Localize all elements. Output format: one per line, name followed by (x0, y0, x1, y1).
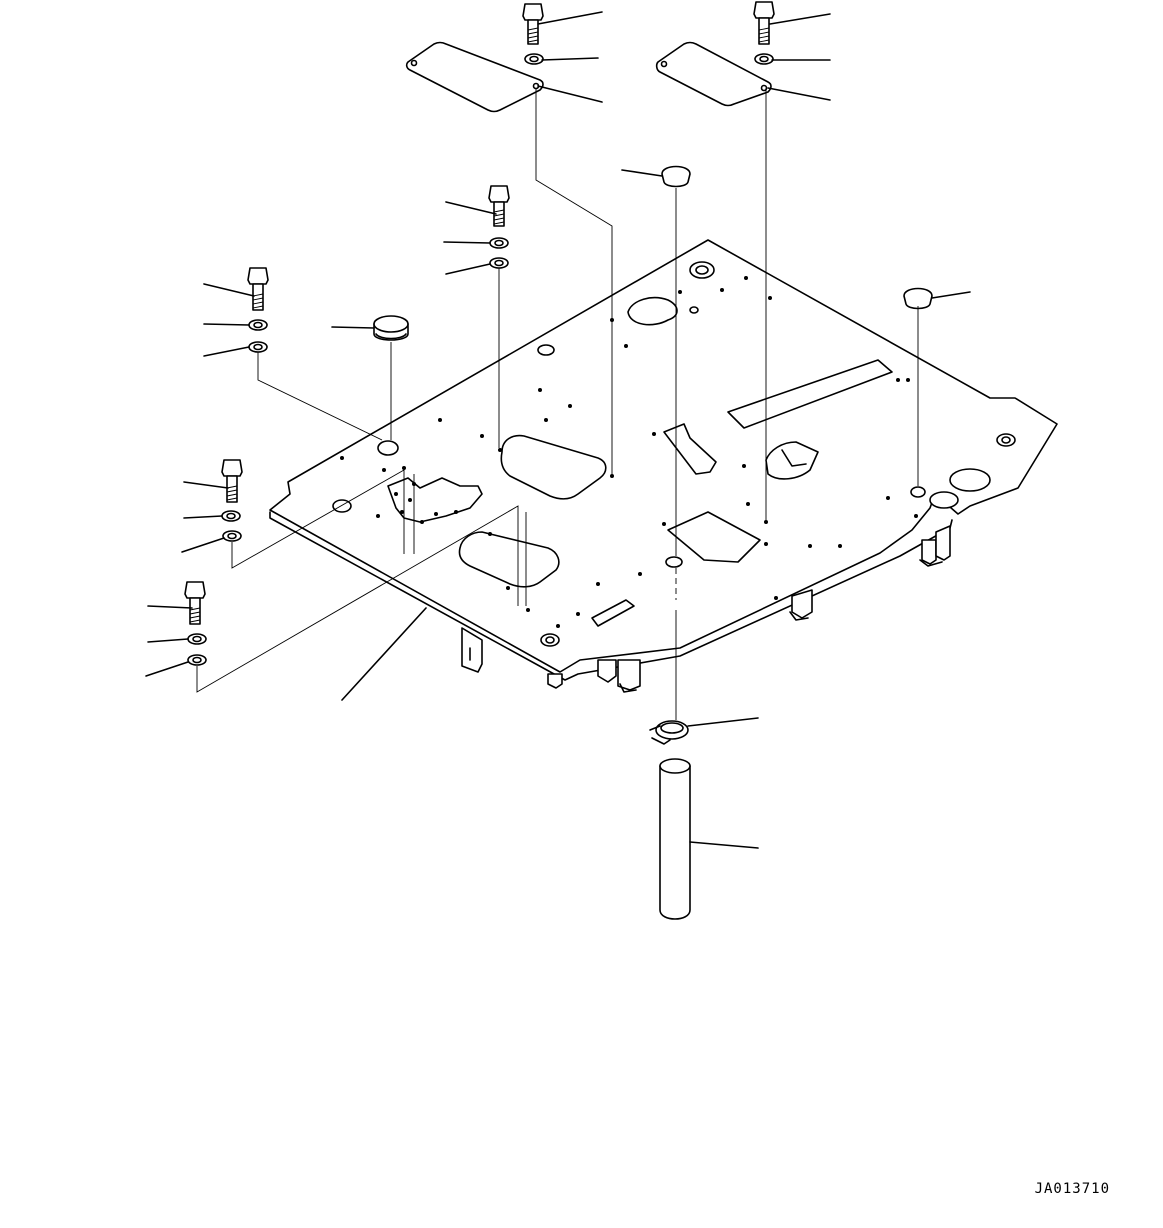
cover-plate-left (407, 43, 543, 112)
bolt-top-left (523, 4, 543, 44)
plate-oval-slot (628, 298, 677, 325)
washer-middle-1 (490, 238, 508, 248)
bolt-left-1 (248, 268, 268, 310)
washer-left-2a (222, 511, 240, 521)
leader-lines (146, 12, 970, 848)
plug-large (374, 316, 408, 340)
washer-left-1b (249, 342, 267, 352)
plate-cutout-front (459, 532, 558, 587)
plate-round-hole (950, 469, 990, 491)
bolt-left-3 (185, 582, 205, 624)
cap-right (904, 289, 932, 309)
drawing-code: JA013710 (1034, 1181, 1110, 1197)
hose-clamp (650, 721, 688, 744)
plate-legs (462, 526, 950, 692)
washer-middle-2 (490, 258, 508, 268)
plate-slot-right (728, 360, 892, 428)
cap-center (662, 167, 690, 187)
washer-left-3a (188, 634, 206, 644)
bolt-top-right (754, 2, 774, 44)
floor-plate (270, 240, 1057, 692)
plate-small-slot (592, 600, 634, 626)
washer-left-1a (249, 320, 267, 330)
washer-top-left (525, 54, 543, 64)
plate-pedal-right (766, 442, 818, 479)
plate-cutout-center (668, 512, 760, 562)
washer-top-right (755, 54, 773, 64)
assembly-lines (197, 88, 918, 720)
bolt-middle (489, 186, 509, 226)
bolt-left-2 (222, 460, 242, 502)
plate-bracket (664, 424, 716, 474)
washer-left-2b (223, 531, 241, 541)
washer-left-3b (188, 655, 206, 665)
cover-plate-right (657, 43, 771, 106)
plate-cutout-left (501, 436, 605, 499)
pipe (660, 759, 690, 919)
